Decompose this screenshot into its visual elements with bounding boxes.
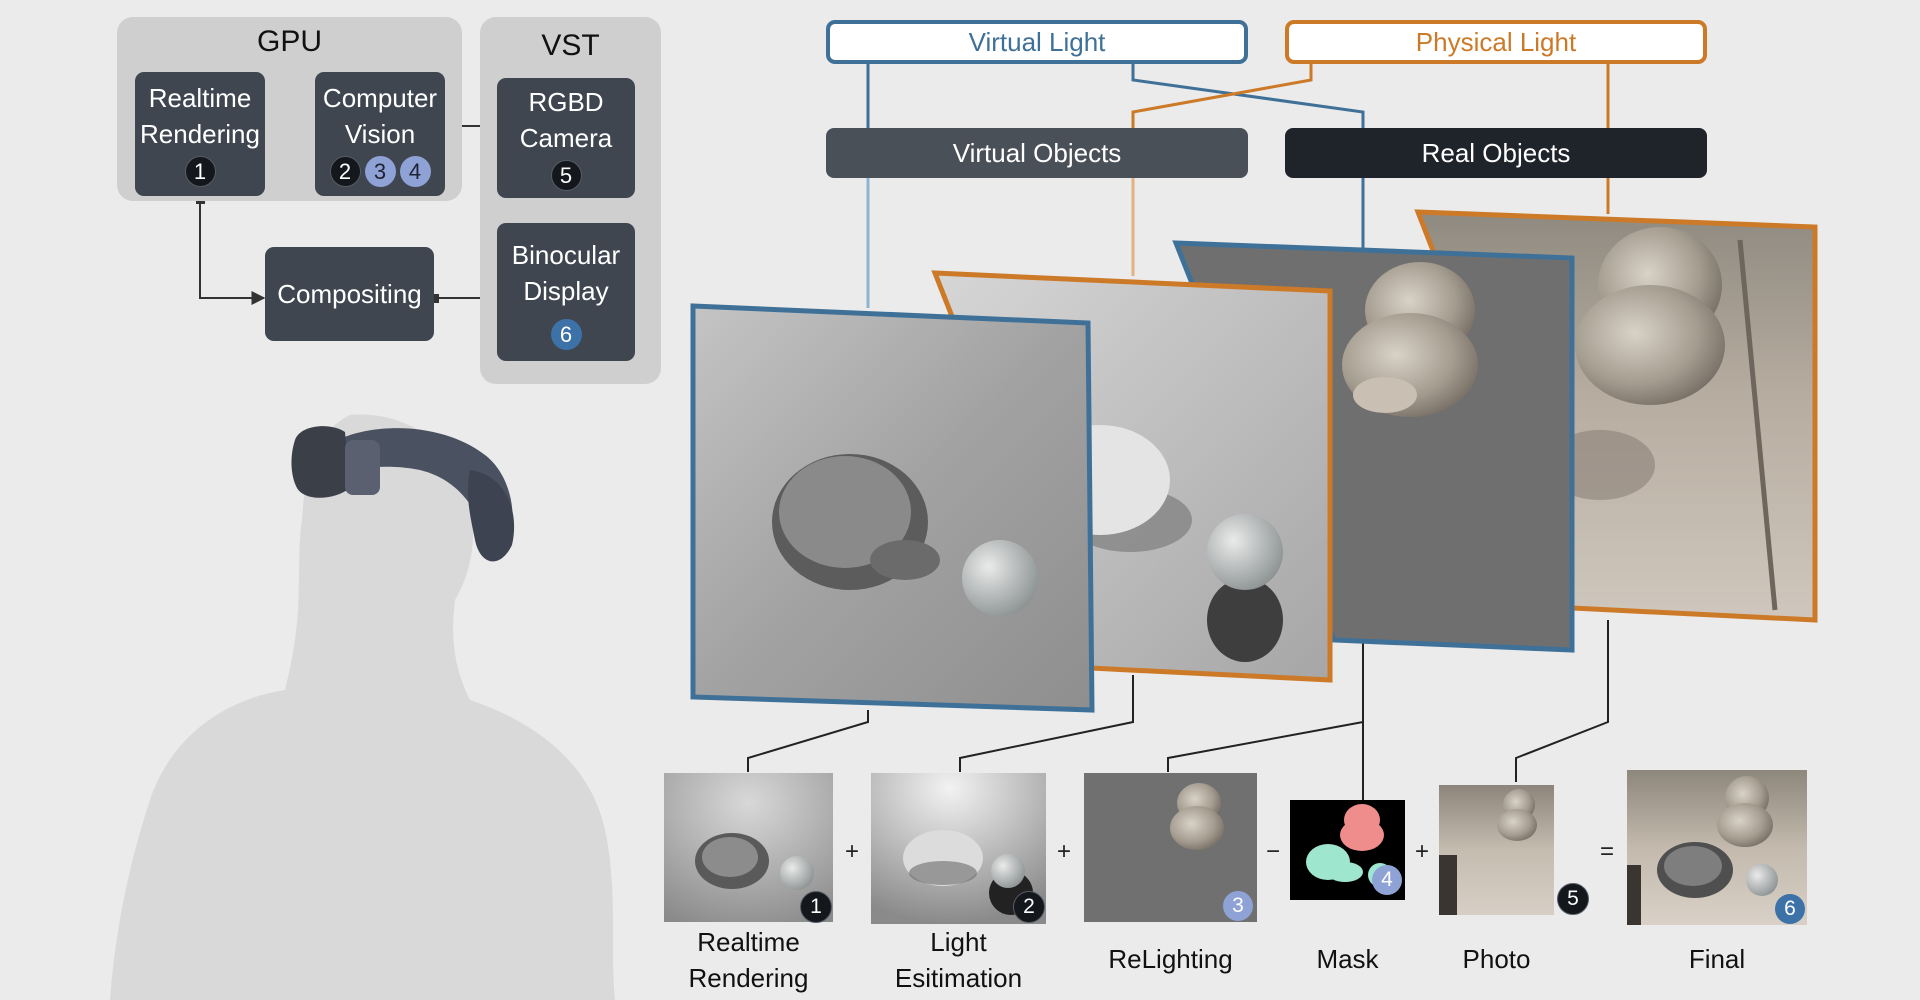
caption-realtime-rendering: Realtime Rendering xyxy=(688,927,809,993)
layer-realtime-rendering xyxy=(690,303,1095,713)
headset-band xyxy=(345,440,380,495)
rgbd-camera-box: RGBD Camera 5 xyxy=(497,78,635,198)
thumb-realtime-rendering xyxy=(664,773,833,922)
compositing-label: Compositing xyxy=(277,279,422,309)
headset-visor xyxy=(291,426,350,498)
computer-vision-box: Computer Vision 2 3 4 xyxy=(315,72,445,196)
thumb-photo xyxy=(1439,785,1554,915)
operator-plus-1: + xyxy=(845,838,860,865)
caption-photo: Photo xyxy=(1462,944,1531,974)
caption-light-estimation: Light Esitimation xyxy=(894,927,1023,993)
gpu-title: GPU xyxy=(256,25,322,58)
vst-title: VST xyxy=(541,29,600,62)
real-objects-box: Real Objects xyxy=(1285,128,1707,178)
rgbd-camera-label: RGBD Camera xyxy=(519,87,613,153)
arrow-rendering-to-compositing xyxy=(199,196,266,305)
physical-light-label: Physical Light xyxy=(1415,27,1577,57)
badge-3: 3 xyxy=(364,156,396,187)
thumb-badge-2: 2 xyxy=(1013,891,1045,923)
virtual-light-box: Virtual Light xyxy=(826,20,1248,64)
virtual-objects-box: Virtual Objects xyxy=(826,128,1248,178)
caption-mask: Mask xyxy=(1316,944,1379,974)
badge-2: 2 xyxy=(329,156,361,187)
physical-light-box: Physical Light xyxy=(1285,20,1707,64)
virtual-objects-label: Virtual Objects xyxy=(952,138,1122,168)
binocular-display-box: Binocular Display 6 xyxy=(497,223,635,361)
thumb-badge-6: 6 xyxy=(1775,894,1805,924)
layer-photo xyxy=(1414,209,1818,623)
virtual-light-label: Virtual Light xyxy=(968,27,1106,57)
operator-plus-3: + xyxy=(1415,838,1430,865)
badge-4: 4 xyxy=(399,156,431,187)
realtime-rendering-label: Realtime Rendering xyxy=(140,83,260,149)
thumb-badge-5: 5 xyxy=(1557,883,1589,915)
badge-5: 5 xyxy=(550,160,582,191)
computer-vision-label: Computer Vision xyxy=(322,83,438,149)
real-objects-label: Real Objects xyxy=(1421,138,1571,168)
thumb-badge-1: 1 xyxy=(800,891,832,923)
thumb-badge-3: 3 xyxy=(1223,891,1253,921)
headset-rear-pad xyxy=(467,470,515,562)
operator-plus-2: + xyxy=(1057,838,1072,865)
badge-6: 6 xyxy=(550,319,582,350)
person-silhouette xyxy=(110,414,615,1000)
realtime-rendering-box: Realtime Rendering 1 xyxy=(135,72,265,196)
binocular-display-label: Binocular Display xyxy=(511,240,621,306)
operator-minus: − xyxy=(1266,838,1281,865)
caption-final: Final xyxy=(1688,944,1746,974)
caption-relighting: ReLighting xyxy=(1108,944,1233,974)
vr-headset-user-illustration xyxy=(110,414,615,1000)
compositing-box: Compositing xyxy=(265,247,434,341)
thumb-badge-4: 4 xyxy=(1372,865,1402,895)
operator-equals: = xyxy=(1600,838,1615,865)
badge-1: 1 xyxy=(184,156,216,187)
